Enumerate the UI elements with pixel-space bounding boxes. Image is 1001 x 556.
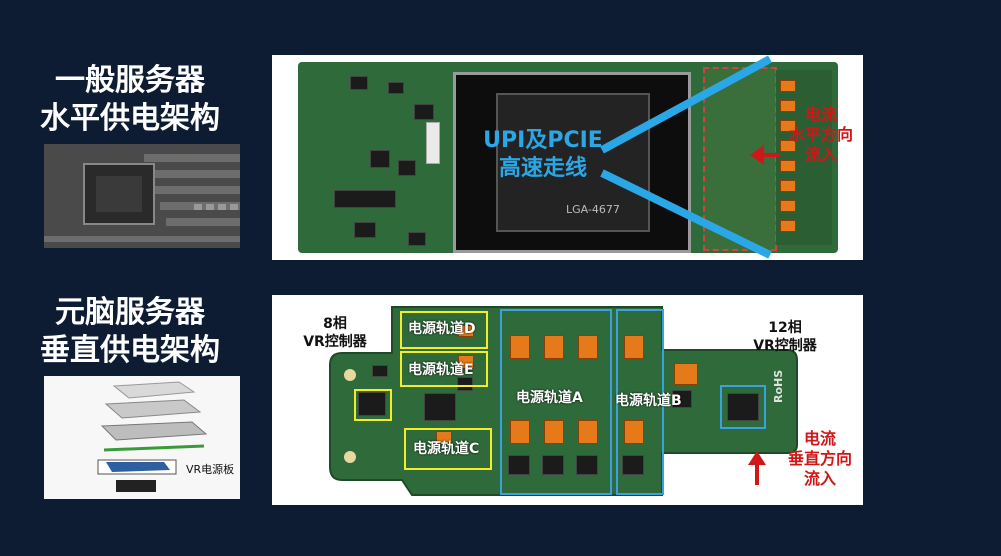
- top-section-title: 一般服务器 水平供电架构: [15, 62, 245, 138]
- inductor: [780, 120, 796, 132]
- inductor: [780, 200, 796, 212]
- vr-8-phase-box: [354, 389, 392, 421]
- vr-12-phase-line1: 12相: [768, 320, 802, 336]
- vertical-current-line1: 电流: [803, 429, 836, 448]
- vr-region: [703, 67, 777, 251]
- inductor: [780, 100, 796, 112]
- vr-inductor-column: [776, 70, 832, 245]
- power-ic: [424, 393, 456, 421]
- rail-a-inductor: [544, 335, 564, 359]
- inductor: [674, 363, 698, 385]
- vertical-current-line3: 流入: [803, 469, 836, 488]
- vertical-pcb-photo: [329, 306, 798, 496]
- horizontal-pcb-photo: LGA-4677: [298, 62, 838, 253]
- vr-8-phase-line1: 8相: [323, 316, 347, 332]
- rail-a-label: 电源轨道A: [516, 390, 583, 406]
- high-speed-trace-line1: UPI及PCIE: [483, 128, 603, 153]
- smd-component: [672, 390, 692, 408]
- vr-controller-12-phase-chip: [727, 393, 759, 421]
- rail-b-box: [616, 309, 664, 495]
- bottom-title-line2: 垂直供电架构: [40, 333, 220, 368]
- rail-c-box: [404, 428, 492, 470]
- vr-8-phase-label: 8相 VR控制器: [290, 315, 380, 351]
- smd-component: [457, 377, 473, 391]
- horizontal-current-line3: 流入: [804, 145, 837, 164]
- rail-a-inductor: [578, 335, 598, 359]
- smd-component: [408, 232, 426, 246]
- rail-a-mosfet: [542, 455, 564, 475]
- inductor: [780, 180, 796, 192]
- rail-c-label: 电源轨道C: [413, 441, 480, 457]
- horizontal-current-line1: 电流: [804, 105, 837, 124]
- rail-e-inductor: [458, 355, 474, 369]
- smd-component: [414, 104, 434, 120]
- bottom-title-line1: 元脑服务器: [55, 295, 205, 330]
- vr-controller-8-phase-chip: [358, 392, 386, 416]
- top-title-line2: 水平供电架构: [40, 101, 220, 136]
- vr-12-phase-label: 12相 VR控制器: [740, 319, 830, 355]
- smd-component: [350, 76, 368, 90]
- horizontal-board-thumbnail-image: [44, 144, 240, 248]
- chip-model-label: LGA-4677: [566, 203, 620, 216]
- bottom-section-title: 元脑服务器 垂直供电架构: [15, 294, 245, 370]
- vertical-power-panel: RoHS 电源轨道D 电源轨道E 电源轨道C 电源轨道A 电源轨道B 8相 VR…: [272, 295, 863, 505]
- vertical-arrow-head: [748, 451, 766, 465]
- horizontal-current-label: 电流 水平方向 流入: [782, 105, 860, 165]
- smd-component: [398, 160, 416, 176]
- smd-component: [388, 82, 404, 94]
- rail-d-inductor: [458, 325, 474, 337]
- connector-block: [334, 190, 396, 208]
- rail-a-inductor: [510, 420, 530, 444]
- rail-b-label: 电源轨道B: [615, 393, 682, 409]
- lower-signal-line: [600, 169, 772, 259]
- horizontal-power-panel: LGA-4677 UPI及PCIE 高速走线 电流 水平方向 流入: [272, 55, 863, 260]
- rail-e-box: [400, 351, 488, 387]
- vertical-current-label: 电流 垂直方向 流入: [780, 429, 860, 489]
- rail-a-box: [500, 309, 612, 495]
- exploded-view-thumbnail: VR电源板: [44, 376, 240, 499]
- horizontal-current-line2: 水平方向: [788, 125, 853, 144]
- vr-8-phase-line2: VR控制器: [303, 334, 367, 350]
- rail-a-inductor: [544, 420, 564, 444]
- exploded-view-image: [44, 376, 240, 499]
- rail-a-inductor: [578, 420, 598, 444]
- rail-b-inductor: [624, 335, 644, 359]
- inductor: [780, 140, 796, 152]
- rail-c-inductor: [436, 431, 452, 443]
- inductor: [780, 220, 796, 232]
- high-speed-trace-label: UPI及PCIE 高速走线: [478, 127, 608, 183]
- inductor: [780, 160, 796, 172]
- vertical-current-arrow: [748, 451, 766, 485]
- smd-component: [372, 365, 388, 377]
- rail-e-label: 电源轨道E: [408, 362, 474, 378]
- top-title-line1: 一般服务器: [55, 63, 205, 98]
- current-arrow-head: [750, 145, 764, 165]
- high-speed-trace-line2: 高速走线: [498, 156, 587, 181]
- signal-path-lines: [600, 55, 780, 259]
- rail-a-inductor: [510, 335, 530, 359]
- vr-board-label: VR电源板: [186, 463, 235, 476]
- inductor: [780, 80, 796, 92]
- vr-12-phase-box: [720, 385, 766, 429]
- rail-a-mosfet: [508, 455, 530, 475]
- upper-signal-line: [600, 55, 772, 154]
- smd-component: [354, 222, 376, 238]
- horizontal-board-thumbnail: [44, 144, 240, 248]
- rail-a-mosfet: [576, 455, 598, 475]
- smd-component: [370, 150, 390, 168]
- cpu-chip: [496, 93, 650, 232]
- cpu-socket: LGA-4677: [453, 72, 691, 253]
- slot-connector: [426, 122, 440, 164]
- rail-d-label: 电源轨道D: [408, 321, 476, 337]
- rail-b-mosfet: [622, 455, 644, 475]
- vertical-current-line2: 垂直方向: [787, 449, 852, 468]
- vr-12-phase-line2: VR控制器: [753, 338, 817, 354]
- rail-d-box: [400, 311, 488, 349]
- rail-b-inductor: [624, 420, 644, 444]
- rohs-mark: RoHS: [772, 369, 785, 403]
